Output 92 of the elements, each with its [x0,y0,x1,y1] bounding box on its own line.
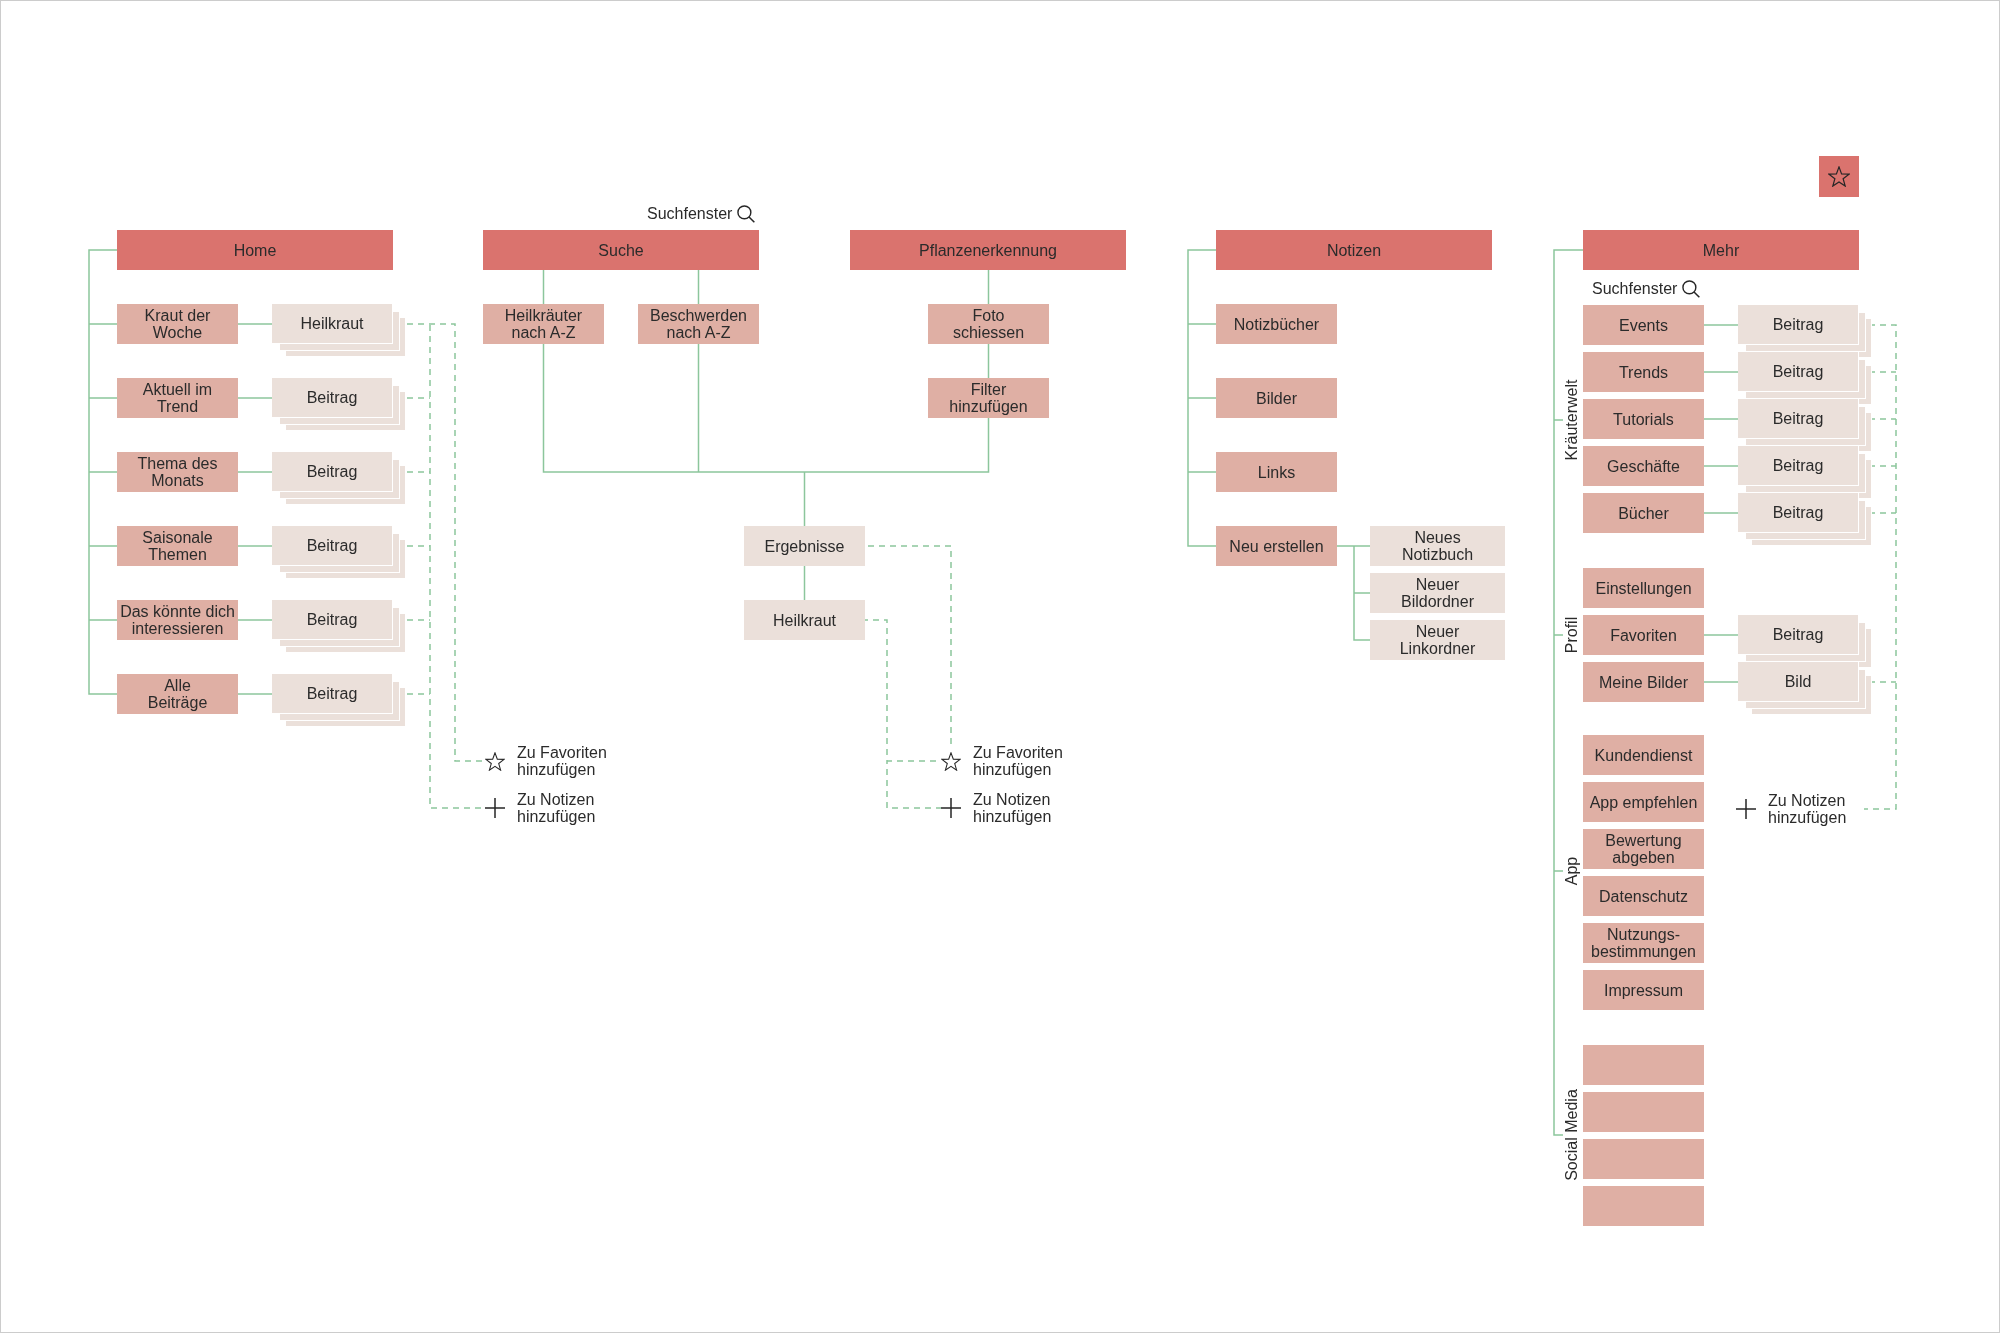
connector-line [1553,249,1584,1136]
sub-item: Neuer Bildordner [1370,573,1505,613]
post-card: Beitrag [272,600,393,640]
connector-line [237,619,273,621]
search-label: Suchfenster [647,205,733,223]
dashed-connector-line [864,619,942,809]
blank-menu-item [1583,1092,1704,1132]
sub-item: Heilkraut [744,600,865,640]
blank-menu-item [1583,1186,1704,1226]
action-label: Zu Notizen hinzufügen [517,791,597,825]
menu-item: Neu erstellen [1216,526,1337,566]
blank-menu-item [1583,1139,1704,1179]
menu-item: Bücher [1583,493,1704,533]
post-card: Beitrag [272,378,393,418]
connector-line [1187,249,1217,547]
section-header: Suche [483,230,759,270]
menu-item: Notizbücher [1216,304,1337,344]
menu-item: Saisonale Themen [117,526,238,566]
menu-item: Filter hinzufügen [928,378,1049,418]
menu-item: Thema des Monats [117,452,238,492]
menu-item: Datenschutz [1583,876,1704,916]
menu-item: Foto schiessen [928,304,1049,344]
post-card: Bild [1738,662,1859,702]
menu-item: Meine Bilder [1583,662,1704,702]
post-card: Beitrag [1738,352,1859,392]
post-card: Beitrag [1738,615,1859,655]
connector-line [1703,324,1739,326]
connector-line [1703,371,1739,373]
section-header: Notizen [1216,230,1492,270]
connector-line [1703,512,1739,514]
post-card: Beitrag [1738,399,1859,439]
menu-item: Kundendienst [1583,735,1704,775]
connector-line [1703,465,1739,467]
connector-line [237,397,273,399]
dashed-connector-line [1863,324,1897,810]
connector-line [1336,545,1371,641]
group-label: App [1563,856,1580,886]
menu-item: Links [1216,452,1337,492]
menu-item: Kraut der Woche [117,304,238,344]
blank-menu-item [1583,1045,1704,1085]
menu-item: Heilkräuter nach A-Z [483,304,604,344]
section-header: Home [117,230,393,270]
menu-item: Das könnte dich interessieren [117,600,238,640]
menu-item: Nutzungs- bestimmungen [1583,923,1704,963]
post-card: Beitrag [272,526,393,566]
action-label: Zu Favoriten hinzufügen [517,744,608,778]
group-label: Social Media [1563,1089,1580,1181]
sub-item: Neues Notizbuch [1370,526,1505,566]
post-card: Beitrag [272,674,393,714]
menu-item: Alle Beiträge [117,674,238,714]
action-label: Zu Notizen hinzufügen [1768,792,1848,826]
menu-item: Aktuell im Trend [117,378,238,418]
post-card: Beitrag [1738,305,1859,345]
search-label: Suchfenster [1592,280,1678,298]
connector-line [237,323,273,325]
menu-item: Favoriten [1583,615,1704,655]
group-label: Kräuterwelt [1563,379,1580,461]
section-header: Pflanzenerkennung [850,230,1126,270]
connector-line [1703,634,1739,636]
post-card: Beitrag [1738,446,1859,486]
post-card: Beitrag [1738,493,1859,533]
action-label: Zu Favoriten hinzufügen [973,744,1064,778]
connector-line [88,249,118,695]
menu-item: Geschäfte [1583,446,1704,486]
menu-item: Bewertung abgeben [1583,829,1704,869]
connector-line [1703,418,1739,420]
menu-item: Beschwerden nach A-Z [638,304,759,344]
section-header: Mehr [1583,230,1859,270]
connector-line [237,545,273,547]
connector-line [1703,681,1739,683]
action-label: Zu Notizen hinzufügen [973,791,1053,825]
connector-line [542,343,990,527]
sub-item: Ergebnisse [744,526,865,566]
menu-item: Impressum [1583,970,1704,1010]
menu-item: Events [1583,305,1704,345]
connector-line [697,269,700,305]
connector-line [542,269,545,305]
sub-item: Neuer Linkordner [1370,620,1505,660]
connector-line [237,471,273,473]
menu-item: Tutorials [1583,399,1704,439]
header-tile [1819,156,1859,197]
connector-line [987,343,990,379]
menu-item: Einstellungen [1583,568,1704,608]
post-card: Heilkraut [272,304,393,344]
menu-item: Bilder [1216,378,1337,418]
connector-line [987,269,990,305]
group-label: Profil [1563,616,1580,654]
menu-item: Trends [1583,352,1704,392]
connector-line [803,565,806,601]
connector-line [237,693,273,695]
menu-item: App empfehlen [1583,782,1704,822]
post-card: Beitrag [272,452,393,492]
